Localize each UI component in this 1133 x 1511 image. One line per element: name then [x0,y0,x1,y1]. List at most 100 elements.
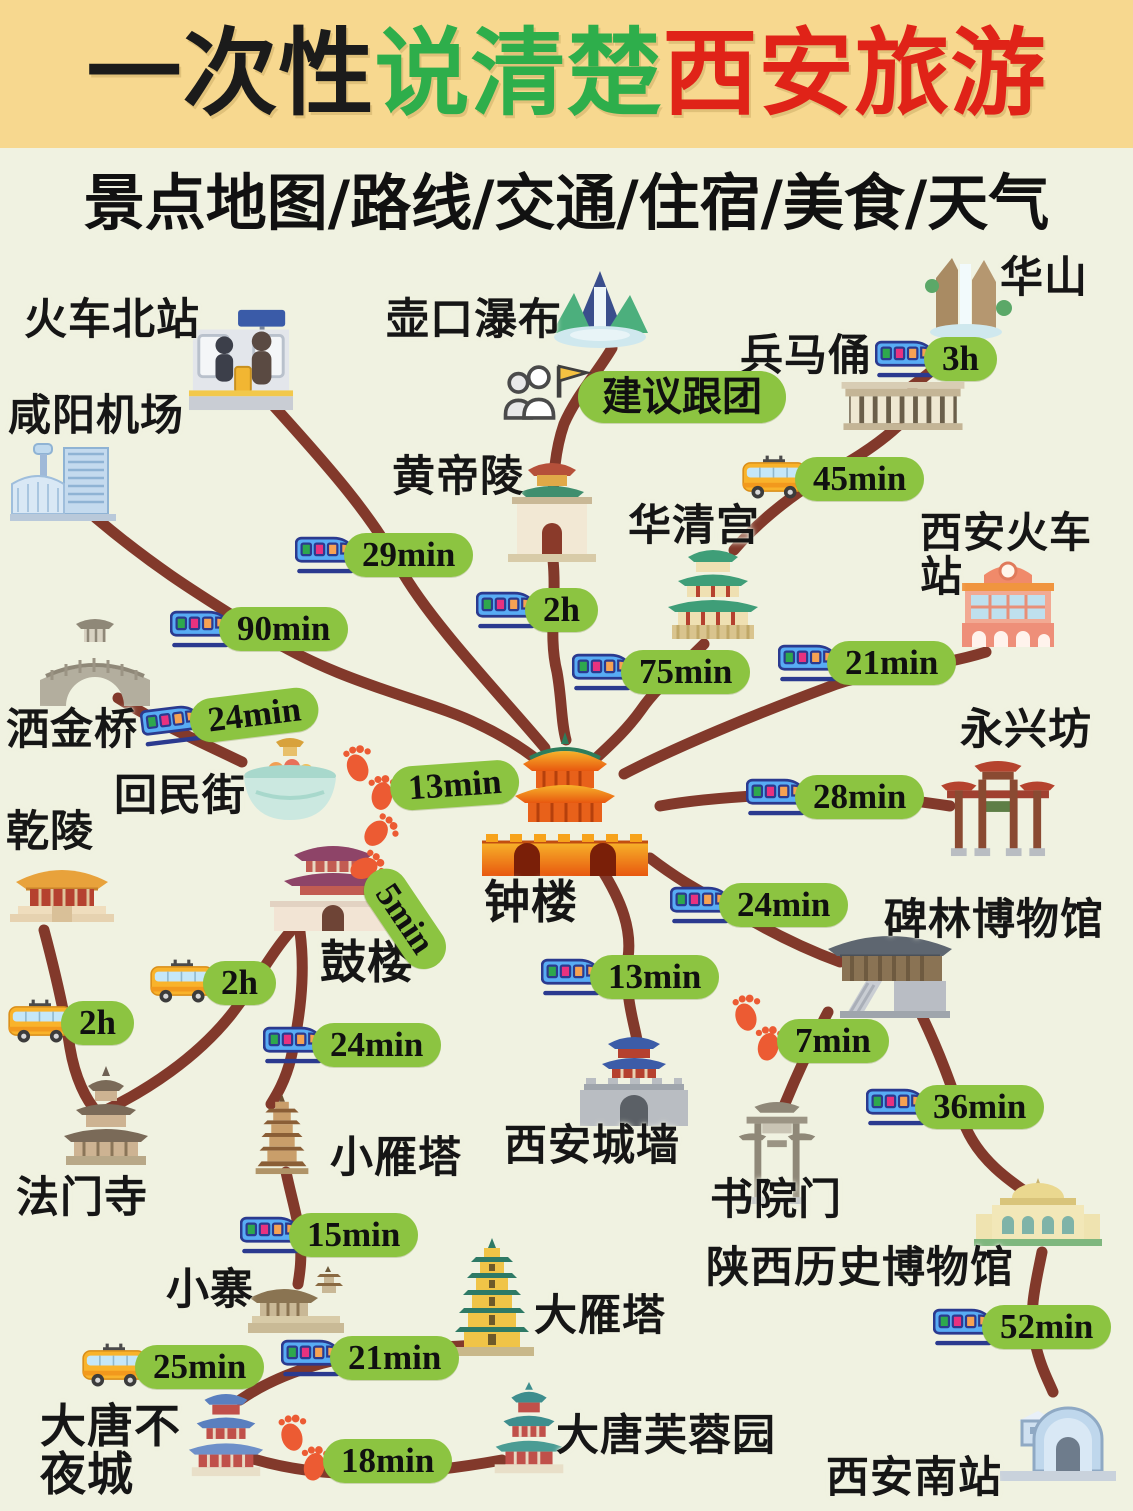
travel-time-pill: 24min [187,685,322,745]
gate-hall-icon [506,458,598,562]
travel-time-pill: 3h [924,337,997,381]
travel-time-pill: 52min [982,1305,1112,1349]
badge-28min: 28min [745,768,925,827]
stone-bridge-icon [36,618,154,708]
badge-52min: 52min [932,1298,1112,1357]
badge-36min: 36min [865,1078,1045,1137]
badge-7min-walk: 7min [730,992,889,1074]
green-palace-icon [660,545,766,645]
travel-time-pill: 2h [203,961,276,1005]
mountain-waterfall-blue-icon [548,263,652,351]
badge-3h: 3h [874,330,997,389]
badge-90min: 90min [169,600,349,659]
stele-museum-icon [820,923,960,1018]
travel-time-pill: 24min [312,1023,442,1067]
badge-25min: 25min [80,1340,265,1393]
travel-time-pill: 45min [795,457,925,501]
travel-time-pill: 25min [135,1345,265,1389]
title-part-red: 西安旅游 [662,18,1047,129]
label-qianling: 乾陵 [6,807,94,857]
badge-13min-train: 13min [540,948,720,1007]
gold-hall-icon [2,858,122,930]
label-hukoupubu: 壶口瀑布 [386,295,562,345]
travel-time-pill: 24min [719,883,849,927]
route-qianling-to-famensi [38,924,103,1118]
modern-station-icon [998,1383,1118,1483]
group-tour-flag-icon [500,358,596,432]
label-huangdiling: 黄帝陵 [392,452,524,502]
gray-paifang-icon [734,1101,820,1205]
travel-time-pill: 36min [915,1085,1045,1129]
badge-5min-walk: 5min [320,806,477,984]
footprints-icon [730,992,786,1074]
travel-time-pill: 21min [330,1336,460,1380]
travel-time-pill: 90min [219,607,349,651]
badge-2h-train: 2h [475,581,598,640]
travel-time-pill: 75min [621,650,751,694]
badge-18min-walk: 18min [276,1412,453,1494]
label-beilinbowuguan: 碑林博物馆 [884,895,1104,945]
travel-time-pill: 13min [388,758,521,812]
bus-icon [148,956,216,1009]
label-famensi: 法门寺 [16,1173,148,1223]
badge-24min-gulou: 24min [262,1016,442,1075]
badge-2h-bus-qianling: 2h [6,996,134,1049]
travel-time-pill: 29min [344,533,474,577]
blue-temple-icon [184,1390,268,1484]
footprints-icon [276,1412,332,1494]
airport-icon [10,436,116,526]
train-icon [571,643,638,702]
label-xiaoyanta: 小雁塔 [330,1133,462,1183]
badge-15min: 15min [239,1206,419,1265]
travel-time-pill: 2h [61,1001,134,1045]
label-xiannanzhan: 西安南站 [826,1453,1002,1503]
label-datangfurongyuan: 大唐芙蓉园 [556,1411,776,1461]
badge-75min: 75min [571,643,751,702]
label-shanxilishibowuguan: 陕西历史博物馆 [706,1243,1014,1293]
label-xianhuochezhan: 西安火车站 [920,508,1093,602]
poster-title: 一次性说清楚西安旅游 [0,0,1133,148]
title-part-green: 说清楚 [374,18,663,129]
badge-21min-station: 21min [777,634,957,693]
label-dayanta: 大雁塔 [534,1291,666,1341]
badge-2h-bus-famensi: 2h [148,956,276,1009]
bus-icon [740,452,808,505]
badge-13min-walk: 13min [340,732,522,826]
travel-time-pill: 21min [827,641,957,685]
mountain-waterfall-brown-icon [920,248,1012,340]
label-huiminjie: 回民街 [114,771,246,821]
label-huochebeizhan: 火车北站 [24,295,200,345]
food-bowl-icon [236,734,344,830]
badge-21min-dayanta: 21min [280,1329,460,1388]
travel-time-pill: 15min [289,1213,419,1257]
small-pavilion-icon [244,1264,348,1338]
badge-24min-sajinqiao: 24min [138,678,322,758]
label-zhonglou: 钟楼 [484,875,578,929]
travel-time-pill: 13min [590,955,720,999]
badge-24min-beilin: 24min [669,876,849,935]
pink-station-icon [956,555,1060,651]
colonnade-museum-icon [840,382,966,430]
brown-pagoda-icon [253,1094,311,1176]
badge-29min: 29min [294,526,474,585]
label-datangbuyecheng: 大唐不 夜城 [40,1399,181,1502]
train-icon [262,1016,329,1075]
travel-time-pill: 建议跟团 [578,371,786,423]
label-yongxingfang: 永兴坊 [960,705,1092,755]
teal-pavilion-icon [488,1380,570,1482]
footprints-icon [340,740,402,826]
dome-museum-icon [974,1174,1102,1248]
label-huashan: 华山 [1000,253,1088,303]
badge-tour-tip: 建议跟团 [500,358,786,432]
yellow-pagoda-icon [446,1238,538,1358]
red-paifang-icon [936,760,1060,858]
city-wall-gate-icon [574,1034,694,1128]
label-xianchengqiang: 西安城墙 [504,1121,680,1171]
travel-time-pill: 2h [525,588,598,632]
badge-45min: 45min [740,452,925,505]
famen-temple-icon [54,1064,158,1172]
label-xianyangjichang: 咸阳机场 [8,391,184,441]
bell-tower-icon [464,730,666,876]
route-xianyangjichang-to-zhonglou [90,512,551,772]
travel-time-pill: 18min [323,1439,453,1483]
